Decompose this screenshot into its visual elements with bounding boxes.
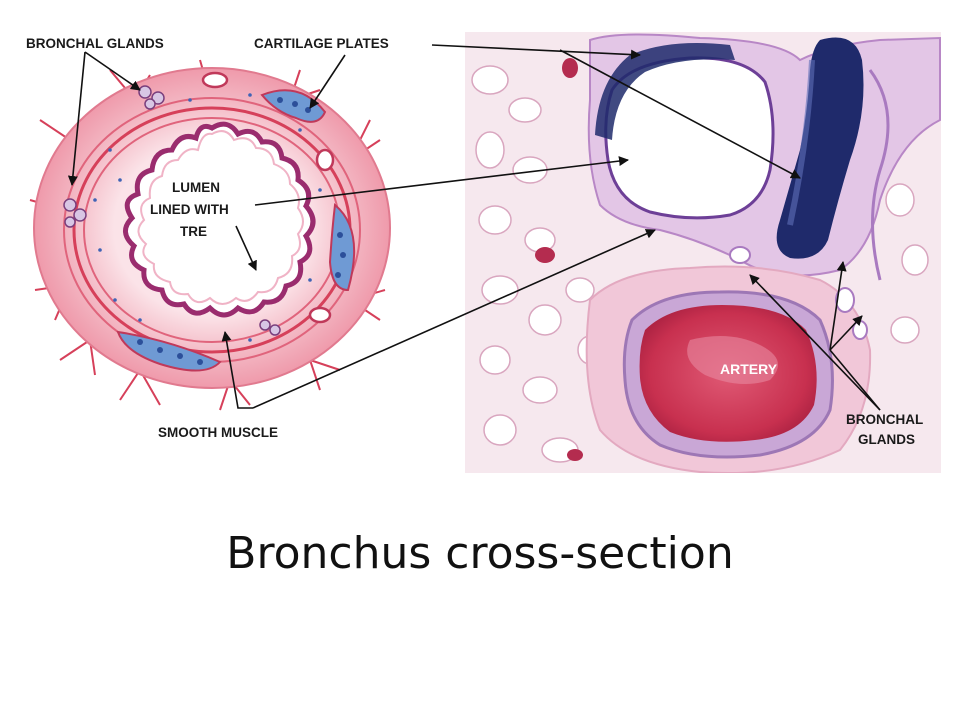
- micro-artery-clot: [687, 336, 778, 384]
- label-lumen-line3: TRE: [180, 224, 207, 239]
- bronchal-glands-left: [63, 85, 281, 336]
- label-smooth-muscle: SMOOTH MUSCLE: [158, 425, 278, 440]
- micro-mucosa: [868, 69, 890, 281]
- slide-title: Bronchus cross-section: [226, 528, 734, 579]
- label-lumen-line2: LINED WITH: [150, 202, 229, 217]
- label-cartilage-plates: CARTILAGE PLATES: [254, 36, 389, 51]
- blood-vessels: [201, 71, 335, 324]
- bronchus-figure: BRONCHAL GLANDS CARTILAGE PLATES LUMEN L…: [26, 32, 941, 473]
- bronchus-diagram: [29, 59, 391, 411]
- micro-bronchal-glands: [729, 246, 868, 340]
- label-bronchal-glands-left: BRONCHAL GLANDS: [26, 36, 164, 51]
- leader-lines: [67, 44, 881, 411]
- micro-vessels: [535, 58, 609, 461]
- cartilage-cells: [137, 97, 346, 365]
- label-bronchal-glands-right-line2: GLANDS: [858, 432, 915, 447]
- lumen-border: [137, 130, 304, 305]
- nuclei: [93, 93, 322, 342]
- label-bronchal-glands-right-line1: BRONCHAL: [846, 412, 923, 427]
- micro-cartilage-upper: [595, 42, 735, 140]
- bronchus-micrograph: [465, 32, 941, 473]
- label-lumen-line1: LUMEN: [172, 180, 220, 195]
- alveoli: [471, 47, 929, 463]
- label-artery: ARTERY: [720, 361, 778, 377]
- micro-cartilage-plate: [776, 37, 864, 259]
- cartilage-plates: [116, 89, 356, 372]
- micro-cartilage-plate-rim: [787, 59, 815, 226]
